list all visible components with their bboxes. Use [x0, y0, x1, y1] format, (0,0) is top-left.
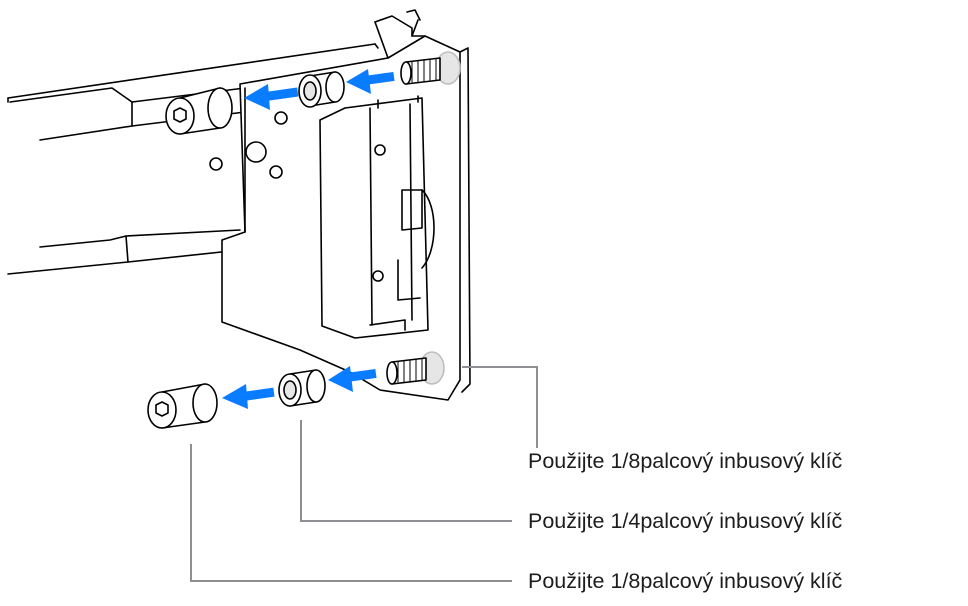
removal-arrows: [222, 69, 395, 409]
arrow-bottom-right: [328, 366, 377, 392]
top-threaded-stud: [400, 51, 461, 85]
leader-line-third: [190, 444, 512, 582]
leader-lines: [190, 366, 538, 582]
callout-first: Použijte 1/8palcový inbusový klíč: [528, 449, 843, 473]
bottom-bushing: [278, 369, 326, 407]
callout-second: Použijte 1/4palcový inbusový klíč: [528, 509, 843, 533]
leader-line-second: [300, 420, 512, 522]
bottom-threaded-stud: [386, 351, 445, 385]
top-bushing: [298, 71, 345, 108]
top-shoulder-screw: [165, 87, 233, 135]
leader-line-first: [462, 366, 538, 448]
bottom-shoulder-screw: [147, 383, 218, 429]
arrow-top-left: [244, 84, 299, 110]
arrow-bottom-left: [222, 384, 275, 409]
rail-end-plate: [209, 9, 471, 401]
arrow-top-right: [346, 69, 395, 94]
callout-third: Použijte 1/8palcový inbusový klíč: [528, 569, 843, 593]
